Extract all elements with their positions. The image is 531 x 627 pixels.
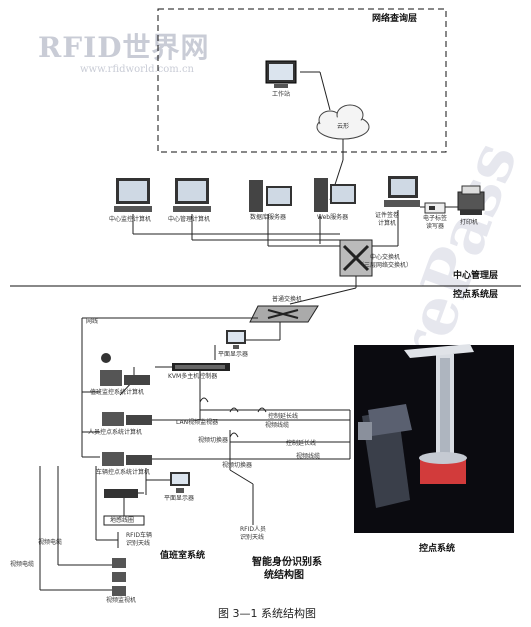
video-cable-label-b: 视频电缆: [10, 561, 35, 568]
rfid-person-label-2: 识别天线: [240, 534, 265, 541]
video-ctrl-label-2: 视频切换器: [198, 437, 229, 444]
center-monitor-pc-label: 中心监控计算机: [109, 216, 152, 223]
staff-pc-label: 人员控点系统计算机: [88, 429, 143, 436]
camera-units: [112, 558, 126, 596]
center-mgmt-pc-icon: [173, 178, 211, 212]
duty-pc-icon: [100, 353, 150, 386]
center-monitor-pc-icon: [114, 178, 152, 212]
cert-issue-pc-label-1: 证件签卷: [375, 212, 400, 219]
diagram-title-line-1: 智能身份识别系: [252, 557, 322, 568]
flat-display-top-icon: [226, 330, 246, 349]
normal-switch-icon: [249, 305, 319, 323]
kvm-label: KVM多主机控制器: [168, 373, 218, 380]
center-mgmt-label: 中心管理层: [453, 271, 499, 281]
video-ctrl-label-3: 视频切换器: [222, 462, 253, 469]
network-line-label: 网线: [86, 318, 99, 325]
cable-label-1: 控制延长线: [268, 413, 299, 420]
flat-display-top-label: 平面显示器: [218, 351, 249, 358]
watermark-logo: RFID世界网: [38, 31, 210, 64]
network-query-label: 网络查询层: [372, 14, 418, 24]
rfid-person-label-1: RFID人员: [240, 526, 267, 533]
monitor-cam-label: 视频监视机: [106, 597, 137, 604]
watermark-url: www.rfidworld.com.cn: [80, 64, 194, 75]
video-ctrl-label-1: LAN视频监视器: [176, 419, 219, 426]
cloud-icon: [316, 104, 370, 140]
vehicle-pc-label: 车辆控点系统计算机: [96, 469, 151, 476]
control-layer-label: 控点系统层: [453, 290, 499, 300]
figure-caption: 图 3—1 系统结构图: [218, 607, 316, 620]
duty-room-label: 值班室系统: [160, 551, 206, 561]
control-system-label: 控点系统: [419, 544, 456, 554]
diagram-title-line-2: 统结构图: [264, 570, 304, 581]
cable-label-3: 控制延长线: [286, 440, 317, 447]
printer-label: 打印机: [460, 219, 479, 226]
duty-pc-label: 值班监控系统计算机: [90, 389, 145, 396]
staff-pc-icon: [102, 412, 152, 426]
cert-issue-pc-icon: [384, 176, 420, 207]
center-switch-icon: [339, 239, 373, 277]
network-query-box: [157, 8, 447, 153]
e-tag-reader-icon: [424, 202, 446, 214]
cert-issue-pc-label-2: 计算机: [378, 220, 397, 227]
control-system-render: [354, 344, 514, 533]
controller-box: [104, 489, 138, 498]
cable-label-2: 视频线缆: [265, 422, 290, 429]
workstation-icon: [265, 60, 297, 88]
web-server-icon: [314, 178, 356, 212]
db-server-icon: [249, 180, 292, 212]
loop-label: 地感线圈: [110, 517, 135, 524]
e-tag-reader-label-1: 电子标签: [423, 215, 448, 222]
db-server-label: 数据库服务器: [250, 214, 287, 221]
center-switch-label-2: （三层网络交换机）: [358, 262, 413, 269]
printer-icon: [457, 185, 485, 215]
flat-display-bottom-label: 平面显示器: [164, 495, 195, 502]
cloud-label: 云形: [337, 123, 350, 130]
rfid-vehicle-label-2: 识别天线: [126, 540, 151, 547]
flat-display-bottom-icon: [170, 472, 190, 493]
kvm-icon: [172, 363, 230, 371]
center-switch-label-1: 中心交换机: [370, 254, 401, 261]
web-server-label: Web服务器: [317, 214, 349, 221]
normal-switch-label: 普通交换机: [272, 296, 303, 303]
vehicle-pc-icon: [102, 452, 152, 466]
e-tag-reader-label-2: 读写器: [426, 223, 445, 230]
workstation-label: 工作站: [272, 91, 291, 98]
center-mgmt-pc-label: 中心管理计算机: [168, 216, 211, 223]
rfid-vehicle-label-1: RFID车辆: [126, 532, 153, 539]
cable-label-4: 视频线缆: [296, 453, 321, 460]
video-cable-label-a: 视频电缆: [38, 539, 63, 546]
